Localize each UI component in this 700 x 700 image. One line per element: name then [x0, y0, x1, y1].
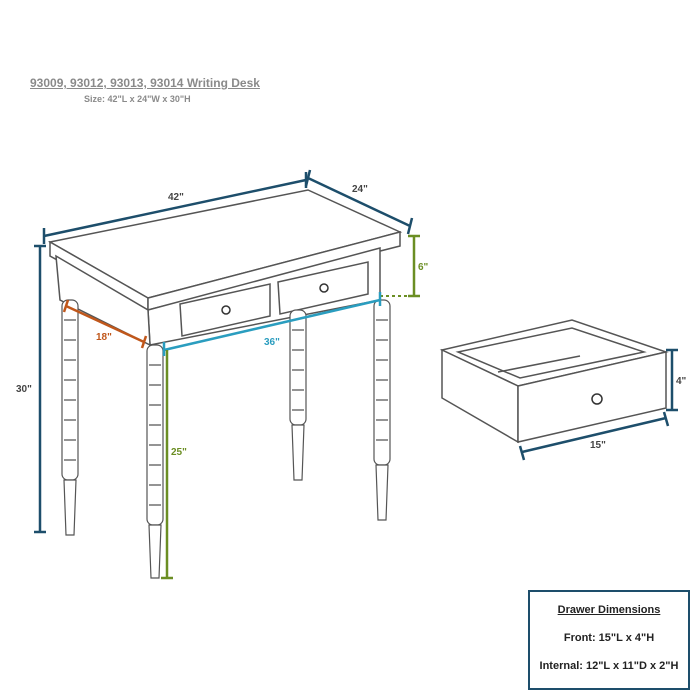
dim-clearance: 25" — [161, 350, 187, 580]
dim-height: 30" — [16, 244, 46, 534]
dim-length-label: 42" — [168, 192, 184, 203]
leg-back-left — [61, 299, 79, 536]
dim-width-label: 24" — [352, 184, 368, 195]
dim-drawer-height-label: 4" — [676, 376, 687, 387]
drawer-dimensions-box: Drawer Dimensions Front: 15"L x 4"H Inte… — [528, 590, 690, 690]
apron-side — [55, 254, 151, 347]
desk-front-edge — [147, 231, 401, 311]
drawer-internal-dimensions: Internal: 12"L x 11"D x 2"H — [539, 660, 679, 672]
drawer-knob-right — [319, 283, 329, 293]
drawer-detail-knob — [591, 393, 603, 405]
dim-apron: 6" — [380, 234, 429, 298]
drawer-knob-left — [221, 305, 231, 315]
dim-drawer-height: 4" — [666, 348, 687, 412]
drawer-dimensions-heading: Drawer Dimensions — [557, 604, 661, 616]
product-title: 93009, 93012, 93013, 93014 Writing Desk — [30, 76, 260, 90]
drawer-front-dimensions: Front: 15"L x 4"H — [563, 632, 655, 644]
leg-front-left — [146, 344, 164, 579]
dim-inner: 36" — [162, 292, 382, 356]
dim-apron-label: 6" — [418, 262, 429, 273]
leg-back-right — [289, 309, 307, 481]
dim-height-label: 30" — [16, 384, 32, 395]
size-subtitle: Size: 42"L x 24"W x 30"H — [84, 94, 191, 104]
dim-drawer-width: 15" — [518, 411, 670, 461]
dim-clearance-label: 25" — [171, 447, 187, 458]
dim-inner-label: 36" — [264, 337, 280, 348]
drawer-detail — [439, 319, 669, 444]
dim-drawer-width-label: 15" — [590, 440, 606, 451]
dim-side: 18" — [62, 299, 148, 349]
dim-width: 24" — [304, 169, 414, 235]
leg-front-right — [373, 299, 391, 521]
dim-side-label: 18" — [96, 332, 112, 343]
